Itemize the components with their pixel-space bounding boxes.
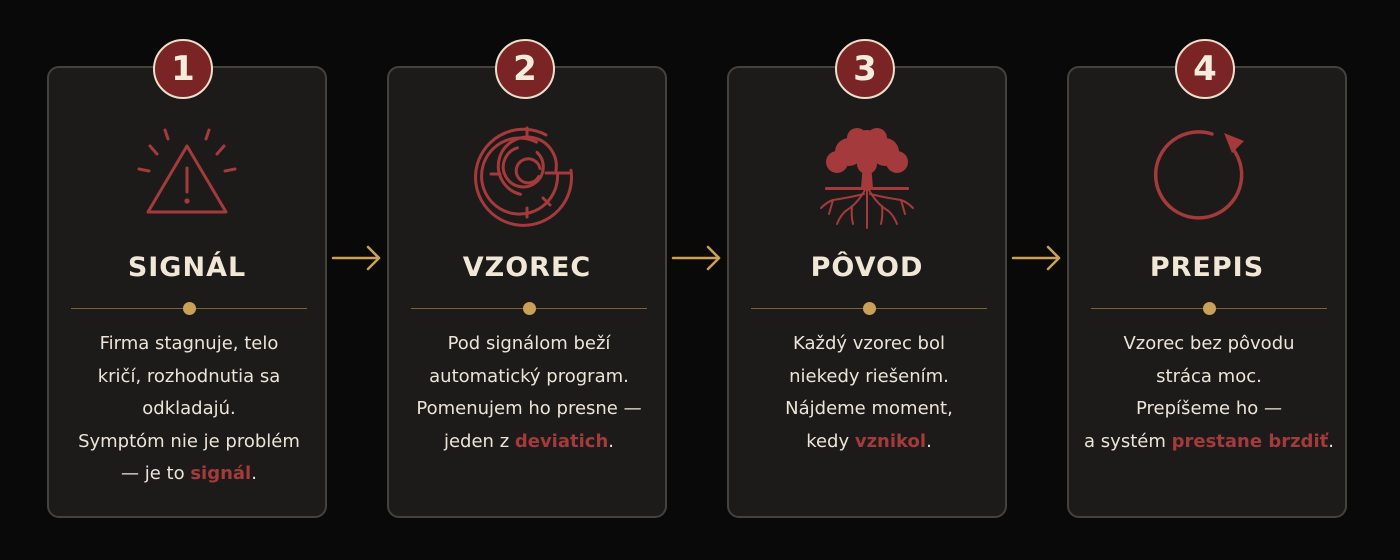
arrow-right-icon — [670, 240, 724, 276]
tree-roots-icon — [807, 124, 927, 234]
highlight-keyword: vznikol — [854, 430, 927, 452]
description-line: niekedy riešením. — [789, 365, 949, 387]
description-line: Prepíšeme ho — — [1136, 398, 1282, 419]
highlight-keyword: prestane brzdiť — [1171, 430, 1329, 452]
divider-dot — [1203, 302, 1216, 315]
description-suffix: . — [251, 463, 257, 484]
description-prefix: jeden z — [443, 430, 515, 452]
step-title: SIGNÁL — [127, 252, 247, 283]
description-line: automatický program. — [429, 365, 629, 387]
description-prefix: — je to — [121, 463, 191, 484]
description-line: Pomenujem ho presne — — [416, 398, 642, 419]
description-suffix: . — [1328, 430, 1334, 452]
description-line: Firma stagnuje, telo — [99, 333, 279, 354]
divider — [71, 302, 307, 315]
divider-dot — [523, 302, 536, 315]
divider-dot — [183, 302, 196, 315]
step-number-badge: 4 — [1175, 39, 1235, 99]
arrow-right-icon — [1010, 240, 1064, 276]
description-line-last: a systém prestane brzdiť. — [1083, 426, 1335, 459]
step-description: Vzorec bez pôvodu stráca moc. Prepíšeme … — [1083, 328, 1335, 458]
maze-icon — [467, 124, 587, 234]
description-line: odkladajú. — [142, 398, 236, 419]
step-card-pattern: VZOREC Pod signálom beží automatický pro… — [387, 66, 667, 518]
description-line-last: kedy vznikol. — [743, 426, 995, 459]
step-description: Každý vzorec bol niekedy riešením. Nájde… — [743, 328, 995, 458]
divider-dot — [863, 302, 876, 315]
description-line: Symptóm nie je problém — [78, 430, 300, 452]
step-description: Firma stagnuje, telo kričí, rozhodnutia … — [63, 328, 315, 491]
divider — [751, 302, 987, 315]
step-card-origin: PÔVOD Každý vzorec bol niekedy riešením.… — [727, 66, 1007, 518]
description-line: Nájdeme moment, — [785, 398, 953, 419]
divider — [411, 302, 647, 315]
step-title: PREPIS — [1149, 252, 1265, 283]
description-line: Vzorec bez pôvodu — [1123, 333, 1295, 354]
description-line: Pod signálom beží — [447, 333, 611, 354]
step-number-badge: 1 — [153, 39, 213, 99]
description-prefix: kedy — [806, 430, 855, 452]
description-line: stráca moc. — [1156, 365, 1262, 387]
step-title: VZOREC — [462, 252, 592, 283]
step-title: PÔVOD — [810, 252, 924, 283]
divider — [1091, 302, 1327, 315]
warning-triangle-icon — [127, 124, 247, 234]
description-prefix: a systém — [1084, 430, 1172, 452]
description-suffix: . — [608, 430, 614, 452]
step-card-signal: SIGNÁL Firma stagnuje, telo kričí, rozho… — [47, 66, 327, 518]
highlight-keyword: deviatich — [514, 430, 609, 452]
refresh-cycle-icon — [1147, 124, 1267, 234]
description-line: Každý vzorec bol — [792, 333, 945, 354]
highlight-keyword: signál — [190, 463, 252, 484]
description-suffix: . — [926, 430, 932, 452]
step-description: Pod signálom beží automatický program. P… — [403, 328, 655, 458]
description-line-last: — je to signál. — [63, 458, 315, 491]
description-line-last: jeden z deviatich. — [403, 426, 655, 459]
arrow-right-icon — [330, 240, 384, 276]
step-number-badge: 2 — [495, 39, 555, 99]
step-number-badge: 3 — [835, 39, 895, 99]
description-line: kričí, rozhodnutia sa — [97, 365, 281, 387]
step-card-rewrite: PREPIS Vzorec bez pôvodu stráca moc. Pre… — [1067, 66, 1347, 518]
